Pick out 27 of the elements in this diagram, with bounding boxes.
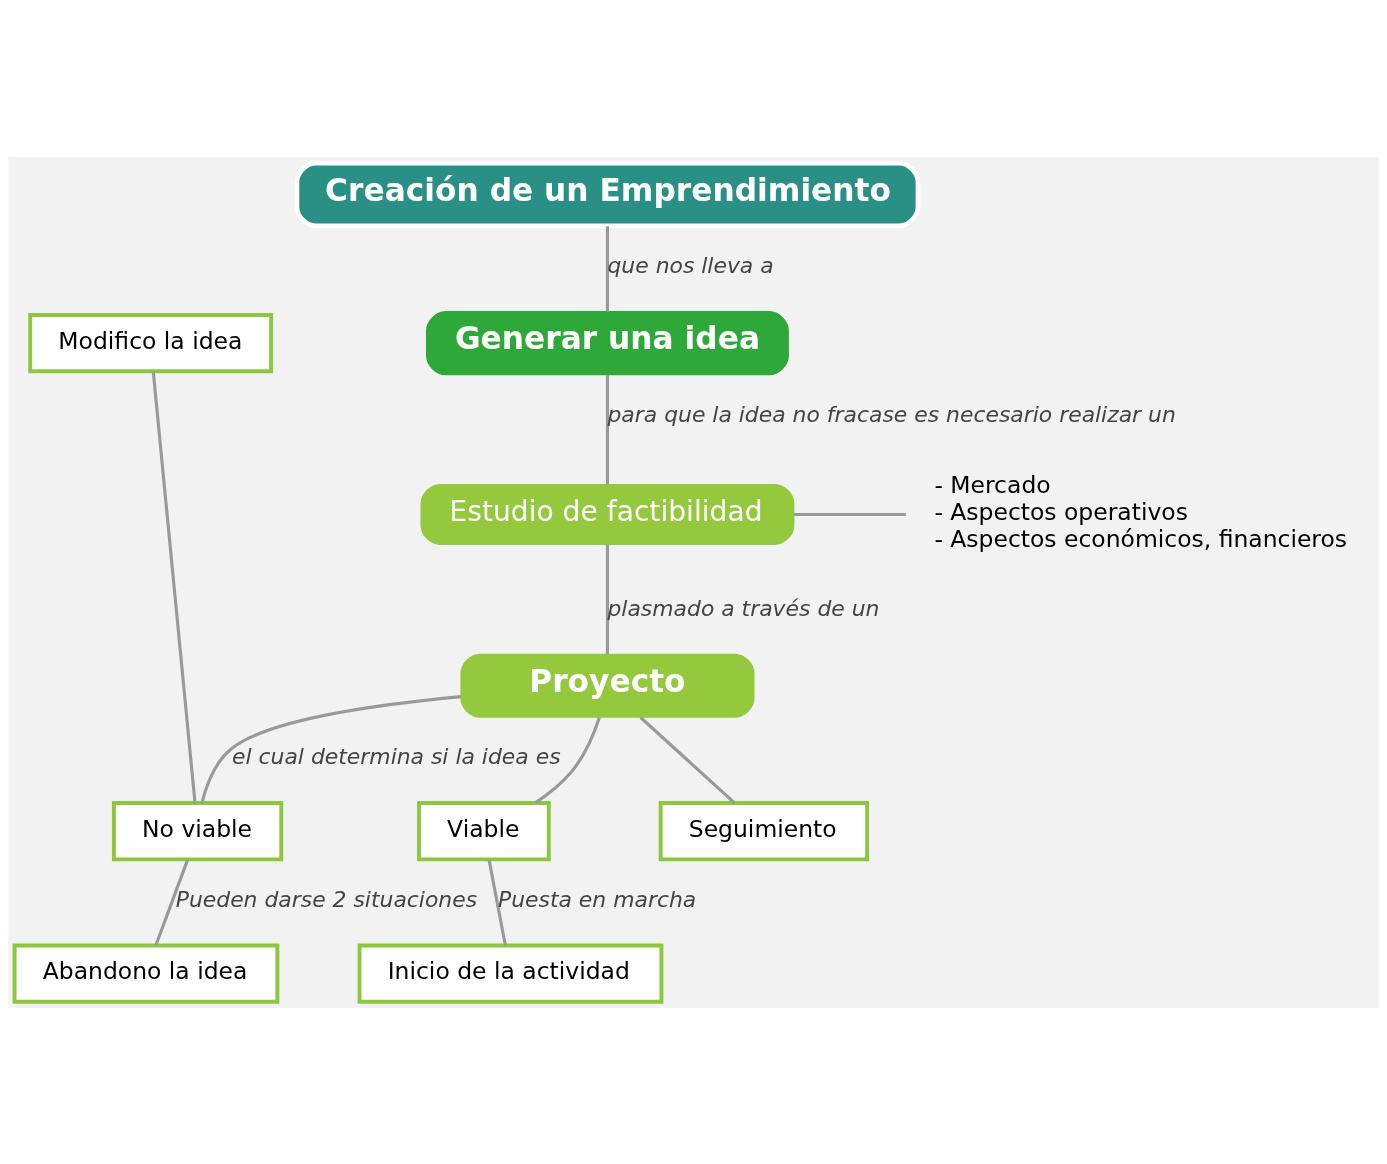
edge-label: Puesta en marcha: [497, 886, 697, 912]
connector: [487, 858, 507, 946]
node-box: Viable: [417, 800, 551, 861]
edge-label: Pueden darse 2 situaciones: [175, 886, 478, 912]
node-box: Estudio de factibilidad: [420, 483, 795, 545]
node-box: Inicio de la actividad: [357, 942, 664, 1004]
node-box: Abandono la idea: [12, 942, 280, 1004]
node-box: Seguimiento: [658, 800, 870, 861]
connector: [200, 694, 462, 803]
connector: [605, 225, 610, 311]
connector: [639, 715, 736, 804]
node-box: Modifico la idea: [28, 312, 274, 373]
edge-label: el cual determina si la idea es: [232, 743, 561, 769]
connector: [605, 374, 610, 484]
edge-label: que nos lleva a: [607, 252, 774, 278]
edge-label: para que la idea no fracase es necesario realizar un: [607, 401, 1176, 427]
node-box: Proyecto: [460, 653, 755, 718]
connector: [793, 512, 906, 516]
node-box: No viable: [111, 800, 284, 861]
node-box: Creación de un Emprendimiento: [294, 160, 921, 228]
connector: [151, 370, 197, 803]
connector: [154, 858, 190, 946]
node-box: Generar una idea: [426, 310, 789, 375]
node-text: - Mercado - Aspectos operativos - Aspectos económicos, financieros: [934, 470, 1348, 553]
connector: [534, 716, 601, 804]
connector: [605, 544, 610, 654]
edge-label: plasmado a través de un: [607, 595, 880, 621]
